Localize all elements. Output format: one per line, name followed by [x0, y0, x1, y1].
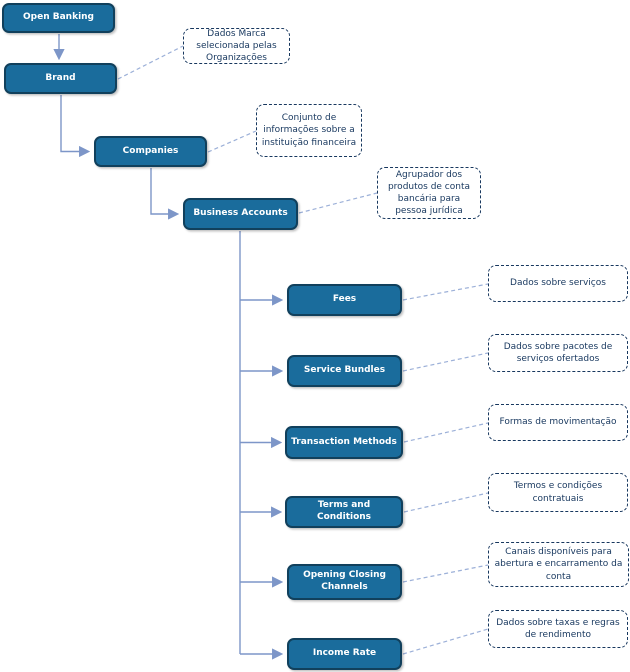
node-open-banking[interactable]: Open Banking [2, 3, 115, 33]
tooltip-fees: Dados sobre serviços [488, 265, 628, 302]
node-income-rate[interactable]: Income Rate [287, 638, 402, 670]
node-opening-closing-channels[interactable]: Opening Closing Channels [287, 564, 402, 600]
edge-brand-companies [60, 95, 91, 158]
tooltip-brand: Dados Marca selecionada pelas Organizaçõ… [183, 28, 290, 64]
node-business-accounts[interactable]: Business Accounts [183, 198, 298, 230]
link-servicebundles-tooltip [402, 352, 489, 372]
link-businessaccounts-tooltip [298, 192, 378, 214]
link-incomerate-tooltip [402, 628, 489, 655]
node-transaction-methods[interactable]: Transaction Methods [285, 426, 403, 459]
tooltip-business-accounts: Agrupador dos produtos de conta bancária… [377, 167, 481, 219]
tooltip-companies: Conjunto de informações sobre a institui… [256, 104, 362, 157]
node-brand[interactable]: Brand [4, 63, 117, 94]
node-fees[interactable]: Fees [287, 284, 402, 316]
tooltip-income-rate: Dados sobre taxas e regras de rendimento [488, 610, 628, 648]
tooltip-opening-closing-channels: Canais disponíveis para abertura e encar… [488, 542, 629, 587]
tooltip-service-bundles: Dados sobre pacotes de serviços ofertado… [488, 334, 628, 372]
tooltip-transaction-methods: Formas de movimentação [488, 404, 628, 441]
node-terms-and-conditions[interactable]: Terms and Conditions [285, 496, 403, 528]
link-openingclosingchannels-tooltip [402, 564, 489, 583]
link-brand-tooltip [117, 45, 184, 80]
link-companies-tooltip [207, 130, 257, 153]
edge-companies-businessaccounts [150, 168, 180, 220]
link-transactionmethods-tooltip [403, 422, 489, 443]
link-termsandconditions-tooltip [403, 492, 489, 513]
link-fees-tooltip [402, 283, 489, 301]
node-companies[interactable]: Companies [94, 136, 207, 167]
tooltip-terms-and-conditions: Termos e condições contratuais [488, 473, 628, 512]
node-service-bundles[interactable]: Service Bundles [287, 355, 402, 387]
